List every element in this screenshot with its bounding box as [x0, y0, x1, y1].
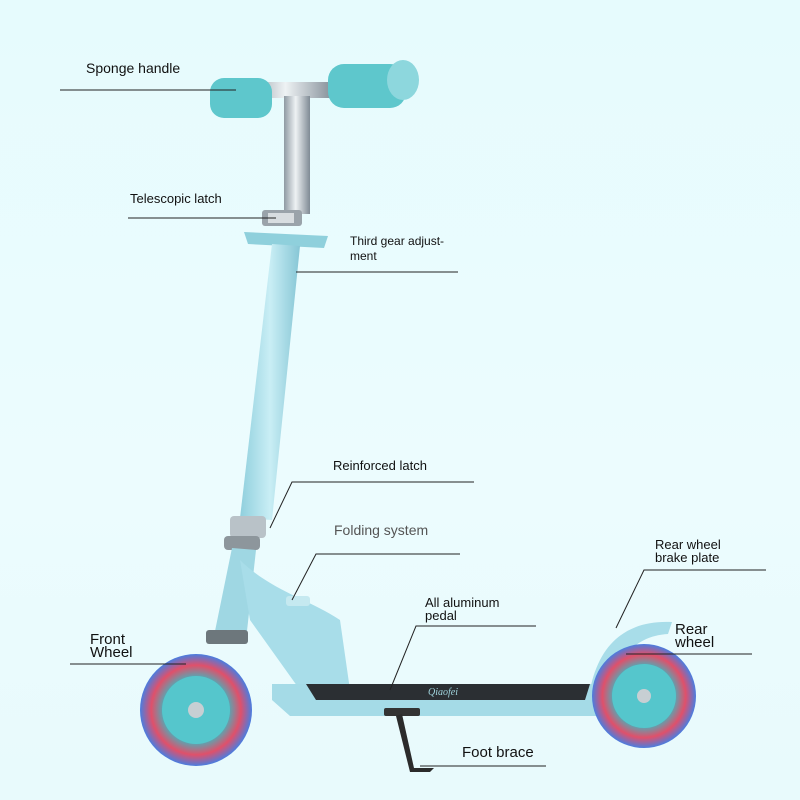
upper-stem [284, 96, 310, 214]
grip-tape [306, 684, 590, 700]
label-telescopic-latch: Telescopic latch [130, 191, 222, 206]
leader-reinforced-latch [269, 481, 474, 529]
reinforced-latch [224, 516, 266, 550]
label-rear-wheel-line1: Rear [675, 621, 708, 638]
telescopic-latch [262, 210, 302, 226]
lower-stem [240, 244, 300, 520]
label-aluminum-pedal-line2: pedal [425, 608, 457, 623]
kickstand [384, 708, 434, 772]
deck: Qiaofei [272, 684, 612, 716]
label-rear-brake-line2: brake plate [655, 550, 720, 565]
label-foot-brace: Foot brace [462, 744, 534, 761]
label-aluminum-pedal-line1: All aluminum [425, 595, 500, 610]
label-sponge-handle: Sponge handle [86, 60, 181, 76]
right-grip [328, 64, 406, 108]
third-gear-collar [244, 232, 328, 248]
label-folding-system: Folding system [334, 522, 429, 538]
leader-folding-system [291, 553, 460, 601]
leader-lines [60, 89, 766, 767]
folding-lever [286, 596, 310, 606]
label-rear-wheel-line2: wheel [675, 634, 715, 651]
folding-body [240, 560, 350, 690]
label-third-gear-line2: ment [350, 249, 377, 263]
leader-aluminum-pedal [389, 625, 536, 691]
front-wheel [140, 654, 252, 766]
label-reinforced-latch: Reinforced latch [333, 458, 427, 473]
label-front-wheel-line2: Wheel [90, 644, 133, 661]
rear-wheel [592, 644, 696, 748]
left-grip [210, 78, 272, 118]
leader-rear-brake [615, 569, 766, 629]
handlebar [210, 60, 419, 118]
svg-text:Qiaofei: Qiaofei [428, 687, 458, 698]
label-third-gear-line1: Third gear adjust- [350, 234, 445, 248]
label-front-wheel-line1: Front [90, 631, 126, 648]
label-rear-brake-line1: Rear wheel [655, 537, 721, 552]
